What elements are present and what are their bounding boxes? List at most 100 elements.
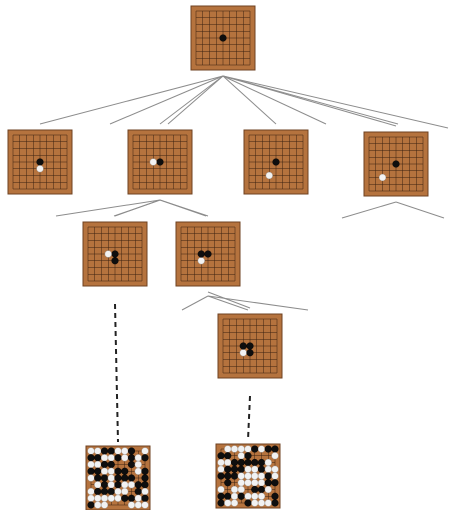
white-stone <box>121 447 129 455</box>
white-stone <box>257 492 266 500</box>
branch-stub <box>159 199 207 217</box>
white-stone <box>224 458 232 467</box>
white-stone <box>107 467 115 475</box>
white-stone <box>114 494 122 502</box>
tree-nodes <box>7 5 429 510</box>
white-stone <box>134 501 142 509</box>
white-stone <box>127 481 136 489</box>
black-stone <box>127 494 136 502</box>
white-stone <box>36 165 44 173</box>
white-stone <box>230 499 239 507</box>
board-node-b2 <box>175 221 241 287</box>
branch-stub <box>167 75 224 125</box>
black-stone <box>251 445 259 453</box>
black-stone <box>271 479 279 487</box>
white-stone <box>257 445 266 453</box>
white-stone <box>134 454 142 462</box>
branch-stub <box>181 295 209 311</box>
black-stone <box>94 474 102 482</box>
board-node-root <box>190 5 256 71</box>
white-stone <box>257 499 266 507</box>
white-stone <box>264 499 272 507</box>
black-stone <box>36 158 44 166</box>
white-stone <box>237 485 245 494</box>
black-stone <box>100 481 109 489</box>
white-stone <box>134 494 142 502</box>
black-stone <box>134 481 142 489</box>
black-stone <box>114 467 122 475</box>
black-stone <box>100 474 109 482</box>
branch-stub <box>207 295 249 311</box>
black-stone <box>271 499 279 507</box>
black-stone <box>156 158 164 166</box>
white-stone <box>244 492 252 500</box>
black-stone <box>114 454 122 462</box>
black-stone <box>87 467 95 475</box>
white-stone <box>271 452 279 460</box>
white-stone <box>100 454 109 462</box>
black-stone <box>87 501 95 509</box>
white-stone <box>217 458 225 467</box>
black-stone <box>271 492 279 500</box>
branch-stub <box>222 75 449 129</box>
black-stone <box>224 452 232 460</box>
black-stone <box>121 474 129 482</box>
branch-stub <box>341 201 397 219</box>
white-stone <box>107 454 115 462</box>
black-stone <box>244 452 252 460</box>
white-stone <box>121 481 129 489</box>
black-stone <box>244 458 252 467</box>
white-stone <box>237 445 245 453</box>
white-stone <box>114 487 122 496</box>
branch-stub <box>55 199 161 217</box>
black-stone <box>217 492 225 500</box>
unexpanded-branch-lines <box>55 75 449 311</box>
black-stone <box>217 499 225 507</box>
board-node-b1 <box>82 221 148 287</box>
black-stone <box>257 485 266 494</box>
black-stone <box>257 458 266 467</box>
black-stone <box>264 479 272 487</box>
black-stone <box>264 472 272 480</box>
branch-stub <box>395 201 445 219</box>
board-node-a1 <box>7 129 73 195</box>
white-stone <box>264 458 272 467</box>
white-stone <box>251 472 259 480</box>
black-stone <box>230 472 239 480</box>
black-stone <box>392 160 400 168</box>
black-stone <box>111 250 119 258</box>
white-stone <box>87 494 95 502</box>
white-stone <box>257 472 266 480</box>
white-stone <box>121 454 129 462</box>
black-stone <box>141 454 149 462</box>
white-stone <box>141 501 149 509</box>
black-stone <box>134 487 142 496</box>
black-stone <box>121 494 129 502</box>
black-stone <box>239 342 247 350</box>
branch-stub <box>222 75 399 125</box>
white-stone <box>239 349 247 357</box>
white-stone <box>100 467 109 475</box>
white-stone <box>237 472 245 480</box>
white-stone <box>127 501 136 509</box>
white-stone <box>104 250 112 258</box>
white-stone <box>134 467 142 475</box>
black-stone <box>107 487 115 496</box>
black-stone <box>197 250 205 258</box>
branch-stub <box>113 199 161 217</box>
white-stone <box>87 447 95 455</box>
white-stone <box>271 465 279 473</box>
white-stone <box>237 452 245 460</box>
black-stone <box>127 474 136 482</box>
branch-stub <box>207 295 309 311</box>
white-stone <box>197 257 205 265</box>
black-stone <box>230 458 239 467</box>
tree-edge <box>39 75 224 125</box>
black-stone <box>204 250 212 258</box>
branch-stub <box>109 75 224 125</box>
rollout-edge <box>247 395 251 441</box>
tree-edge <box>222 75 277 125</box>
tree-edge <box>159 75 224 125</box>
black-stone <box>224 492 232 500</box>
white-stone <box>100 501 109 509</box>
